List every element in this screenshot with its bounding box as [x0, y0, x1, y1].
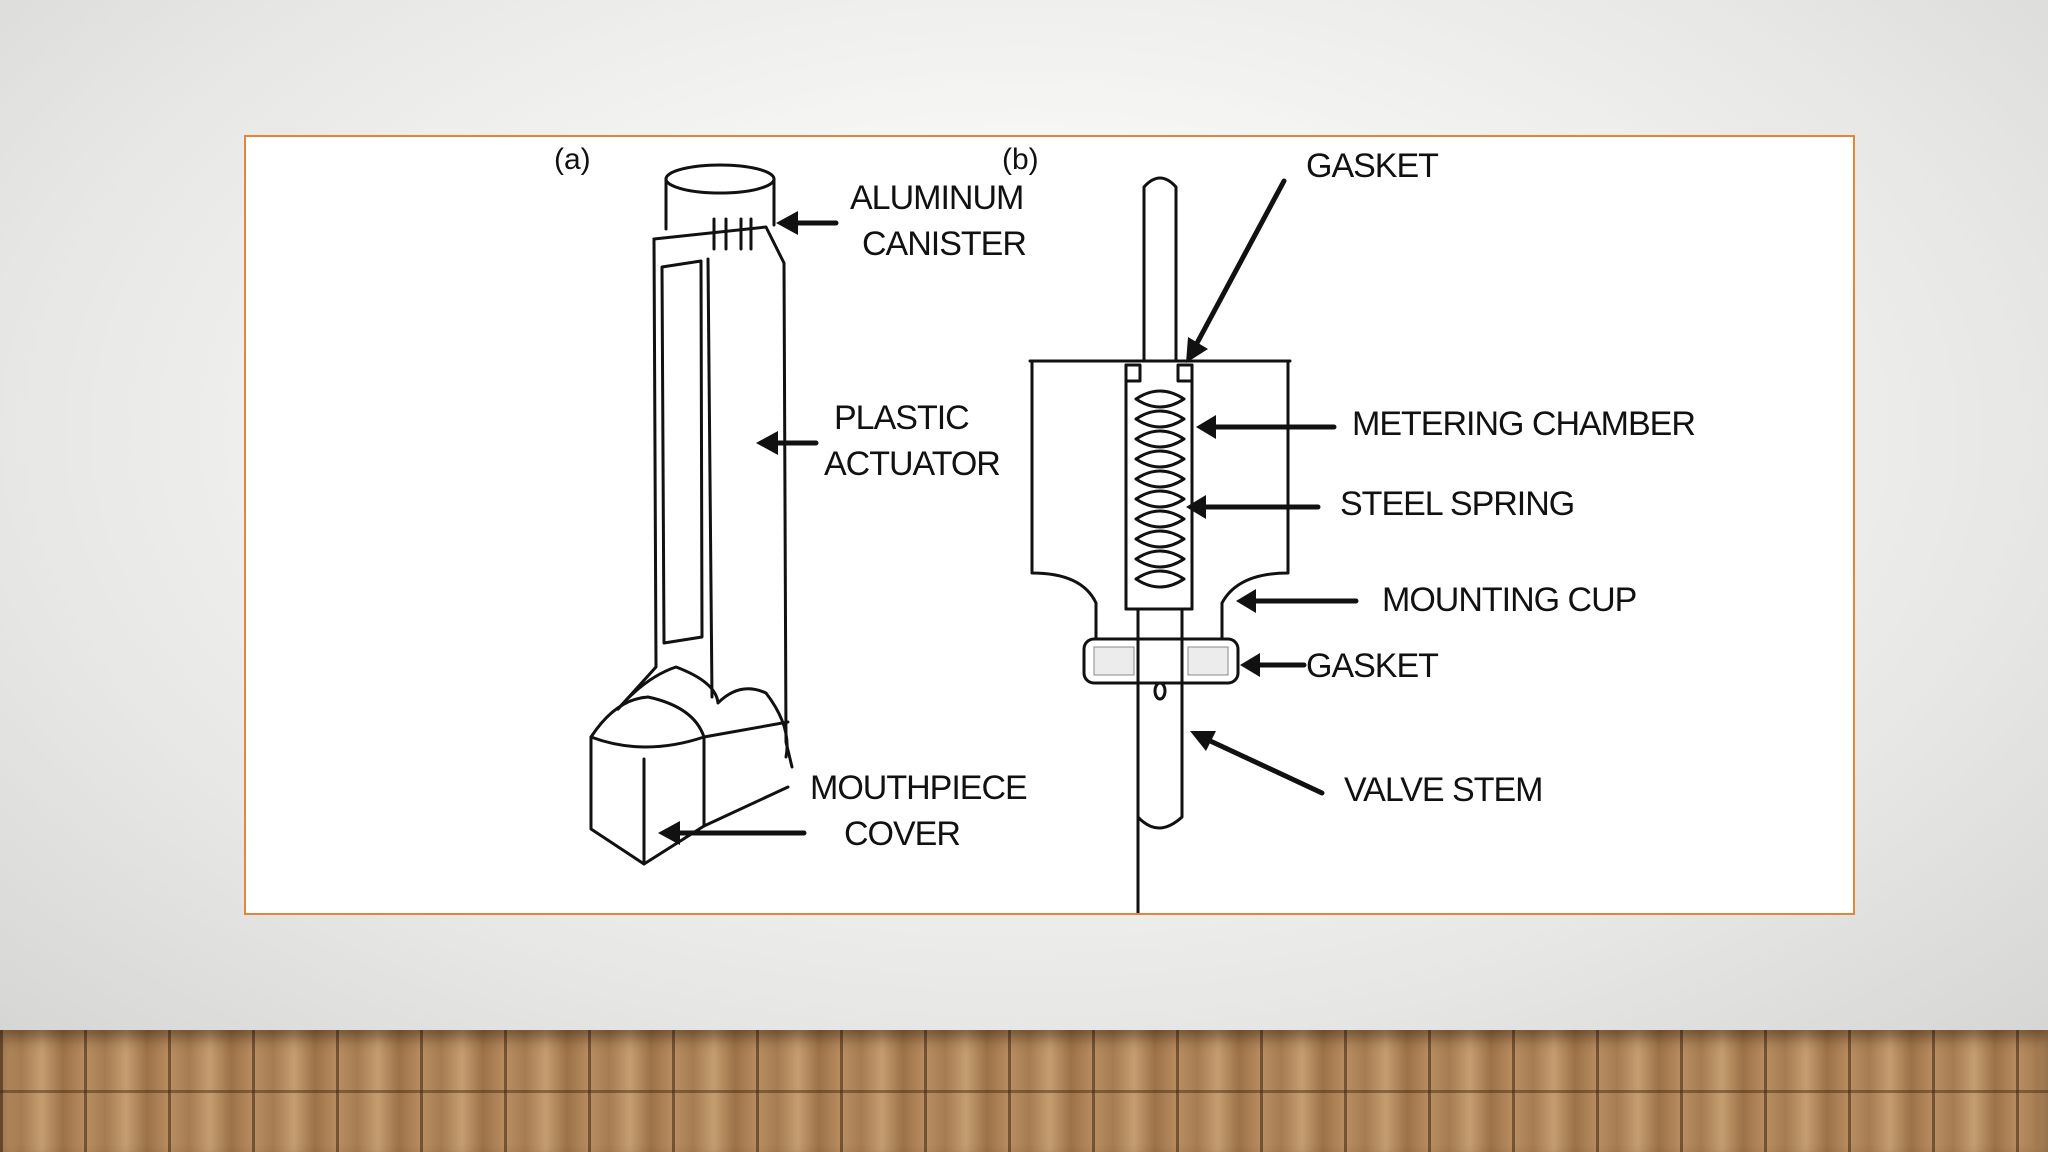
label-cover: COVER [844, 815, 960, 853]
label-canister: CANISTER [862, 225, 1026, 263]
panel-a-tag: (a) [554, 143, 591, 176]
panel-b-arrows [1186, 178, 1359, 796]
label-valve-stem: VALVE STEM [1344, 771, 1542, 809]
wood-floor [0, 1030, 2048, 1152]
gasket-right-seal [1176, 363, 1194, 383]
valve-stem-bottom [1136, 609, 1184, 913]
plastic-actuator [589, 225, 794, 866]
label-plastic: PLASTIC [834, 399, 969, 437]
label-gasket-bottom: GASKET [1306, 647, 1438, 685]
label-mouthpiece: MOUTHPIECE [810, 769, 1027, 807]
floor-seam [0, 1090, 2048, 1093]
inhaler-diagram: (a) [554, 143, 1696, 913]
label-mounting-cup: MOUNTING CUP [1382, 581, 1636, 619]
label-actuator: ACTUATOR [824, 445, 1000, 483]
diagram-frame: (a) [244, 135, 1855, 915]
valve-stem-top [1142, 176, 1178, 363]
label-gasket-top: GASKET [1306, 147, 1438, 185]
valve-housing [1028, 359, 1292, 639]
label-metering-chamber: METERING CHAMBER [1352, 405, 1695, 443]
steel-spring [1134, 389, 1186, 589]
label-steel-spring: STEEL SPRING [1340, 485, 1574, 523]
panel-b-tag: (b) [1002, 143, 1039, 176]
panel-a-arrows [658, 211, 839, 845]
label-aluminum: ALUMINUM [850, 179, 1023, 217]
bottom-gasket [1082, 637, 1240, 685]
gasket-left-seal [1124, 363, 1142, 383]
